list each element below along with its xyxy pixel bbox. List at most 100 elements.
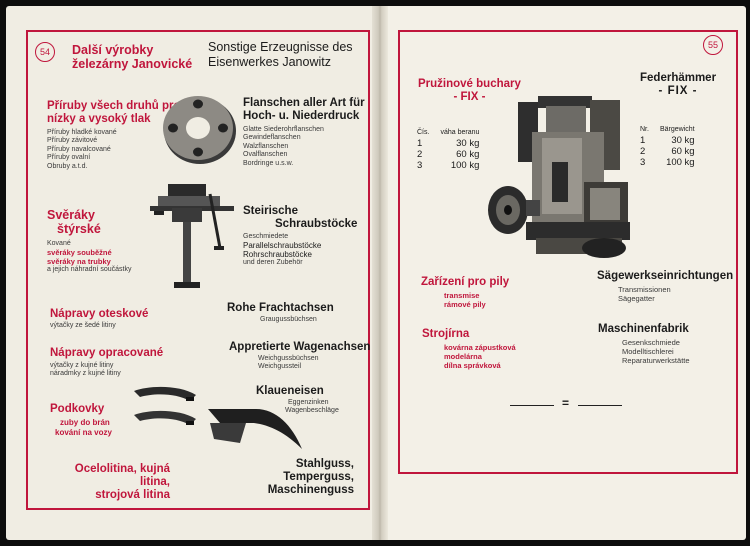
machine-cz-item: modelárna bbox=[444, 352, 482, 361]
hammer-cz-line-2: - FIX - bbox=[453, 91, 486, 103]
left-title-de: Sonstige Erzeugnisse des Eisenwerkes Jan… bbox=[208, 40, 353, 70]
row-nr: 1 bbox=[417, 138, 423, 149]
horseshoe-cz-item: kování na vozy bbox=[55, 428, 112, 437]
title-cz-line-1: Další výrobky bbox=[72, 43, 154, 57]
axle2-heading-de: Appretierte Wagenachsen bbox=[229, 341, 371, 353]
flanges-list-cz: Příruby hladké kované Příruby závitové P… bbox=[47, 129, 117, 171]
axle2-sub-cz: výtačky z kujné litiny náradmky z kujné … bbox=[50, 362, 121, 379]
machine-heading-de: Maschinenfabrik bbox=[598, 323, 689, 335]
flanges-cz-line-1: Příruby všech druhů pro bbox=[47, 100, 181, 112]
vice-list-cz: Kované svěráky souběžné svěráky na trubk… bbox=[47, 240, 131, 275]
vice-list-de: Geschmiedete Parallelschraubstöcke Rohrs… bbox=[243, 233, 321, 268]
horseshoe-de-item: Eggenzinken bbox=[288, 399, 329, 406]
casting-cz-line-2: strojová litina bbox=[95, 489, 170, 501]
row-nr: 3 bbox=[417, 160, 423, 171]
flanges-list-de: Glatte Siederohrflanschen Gewindeflansch… bbox=[243, 126, 324, 168]
vice-cz-item: Kované bbox=[47, 240, 71, 247]
flanges-de-line-2: Hoch- u. Niederdruck bbox=[243, 110, 360, 122]
right-page-number: 55 bbox=[703, 35, 723, 55]
weight-table-cz: Čís. váha beranu 1 30 kg 2 60 kg 3 100 k… bbox=[414, 127, 482, 171]
spring-hammer-illustration bbox=[488, 96, 630, 258]
weight-table-de: Nr. Bärgewicht 1 30 kg 2 60 kg 3 100 kg bbox=[637, 124, 698, 168]
hammer-heading-cz: Pružinové buchary - FIX - bbox=[418, 78, 521, 104]
row-weight: 100 kg bbox=[666, 157, 695, 168]
vice-cz-line-1: Svěráky bbox=[47, 208, 95, 222]
flanges-de-item: Glatte Siederohrflanschen bbox=[243, 126, 324, 133]
flanges-cz-line-2: nízky a vysoký tlak bbox=[47, 113, 151, 125]
harrow-tine-illustration bbox=[208, 409, 302, 449]
vice-cz-item: a jejich náhradní součástky bbox=[47, 266, 132, 274]
vice-cz-item: svěráky na trubky bbox=[47, 257, 111, 267]
axle-sub-de: Graugussbüchsen bbox=[260, 316, 317, 323]
divider-line-right bbox=[578, 405, 622, 406]
casting-heading-de: Stahlguss, Temperguss, Maschinenguss bbox=[234, 458, 354, 497]
table-row: 1 30 kg bbox=[637, 135, 698, 146]
hammer-cz-line-1: Pružinové buchary bbox=[418, 78, 521, 90]
machine-de-item: Modelltischlerei bbox=[622, 347, 674, 356]
vice-de-line-1: Steirische bbox=[243, 205, 298, 217]
table-row: 3 100 kg bbox=[414, 160, 482, 171]
casting-heading-cz: Ocelolitina, kujná litina, strojová liti… bbox=[50, 463, 170, 502]
axle2-cz-item: výtačky z kujné litiny bbox=[50, 362, 114, 369]
flanges-cz-item: Obruby a.t.d. bbox=[47, 162, 88, 170]
title-cz-line-2: železárny Janovické bbox=[72, 57, 193, 71]
row-weight: 30 kg bbox=[671, 135, 695, 146]
machine-cz-item: kovárna zápustková bbox=[444, 343, 516, 352]
machine-de-item: Reparaturwerkstätte bbox=[622, 356, 690, 365]
left-page-frame bbox=[26, 30, 370, 510]
row-weight: 100 kg bbox=[450, 160, 480, 171]
flange-illustration bbox=[163, 96, 236, 164]
axle-sub-cz: výtačky ze šedé litiny bbox=[50, 322, 116, 329]
title-de-line-1: Sonstige Erzeugnisse des bbox=[208, 40, 353, 54]
table-header: Bärgewicht bbox=[659, 126, 695, 133]
casting-cz-line-1: Ocelolitina, kujná litina, bbox=[74, 463, 170, 488]
saw-sub-de: Transmissionen Sägegatter bbox=[618, 285, 671, 303]
machine-cz-item: dílna správková bbox=[444, 361, 501, 370]
flanges-cz-item: Příruby ovalní bbox=[47, 154, 91, 162]
horseshoe-sub-de: Eggenzinken Wagenbeschläge bbox=[285, 399, 339, 416]
machine-sub-de: Gesenkschmiede Modelltischlerei Reparatu… bbox=[622, 338, 690, 365]
hammer-heading-de: Federhämmer - FIX - bbox=[640, 72, 716, 98]
axle2-de-item: Weichgussteil bbox=[258, 363, 302, 371]
vice-heading-de: Steirische Schraubstöcke bbox=[243, 205, 357, 231]
saw-heading-de: Sägewerkseinrichtungen bbox=[597, 270, 734, 282]
vice-de-item: und deren Zubehör bbox=[243, 259, 303, 267]
row-nr: 2 bbox=[417, 149, 423, 160]
horseshoe-cz-item: zuby do brán bbox=[60, 418, 110, 427]
left-title-cz: Další výrobky železárny Janovické bbox=[72, 43, 192, 71]
vice-de-line-2: Schraubstöcke bbox=[275, 218, 358, 230]
right-page-frame bbox=[398, 30, 738, 474]
hammer-de-line-2: - FIX - bbox=[658, 85, 698, 97]
axle-heading-cz: Nápravy oteskové bbox=[50, 308, 149, 320]
axle2-cz-item: náradmky z kujné litiny bbox=[50, 370, 121, 378]
machine-de-item: Gesenkschmiede bbox=[622, 338, 680, 347]
row-nr: 1 bbox=[640, 135, 646, 146]
flanges-de-item: Walzflanschen bbox=[243, 142, 289, 150]
vice-de-item: Geschmiedete bbox=[243, 233, 289, 240]
vice-cz-line-2: štýrské bbox=[57, 222, 101, 236]
saw-cz-item: transmise bbox=[444, 291, 480, 300]
table-row: 2 60 kg bbox=[637, 146, 698, 157]
axle-heading-de: Rohe Frachtachsen bbox=[227, 302, 334, 314]
flanges-cz-item: Příruby navalcované bbox=[47, 145, 111, 153]
divider-line-left bbox=[510, 405, 554, 406]
flanges-de-item: Bordringe u.s.w. bbox=[243, 159, 294, 167]
flanges-de-item: Ovalflanschen bbox=[243, 151, 288, 159]
left-page-number: 54 bbox=[35, 42, 55, 62]
saw-sub-cz: transmise rámové pily bbox=[444, 291, 486, 309]
right-page bbox=[382, 6, 746, 540]
horseshoe-heading-cz: Podkovky bbox=[50, 403, 105, 415]
axle2-heading-cz: Nápravy opracované bbox=[50, 347, 164, 359]
vice-cz-item: svěráky souběžné bbox=[47, 248, 112, 258]
row-weight: 30 kg bbox=[456, 138, 480, 149]
vice-de-item: Rohrschraubstöcke bbox=[243, 250, 312, 260]
vice-heading-cz: Svěráky štýrské bbox=[47, 208, 101, 236]
saw-de-item: Sägegatter bbox=[618, 294, 655, 303]
axle2-sub-de: Weichgussbüchsen Weichgussteil bbox=[258, 355, 319, 372]
row-nr: 3 bbox=[640, 157, 646, 168]
horseshoe-de-item: Wagenbeschläge bbox=[285, 407, 339, 415]
table-header: Čís. bbox=[417, 129, 430, 136]
table-header: Nr. bbox=[640, 126, 649, 133]
divider-symbol: = bbox=[562, 396, 570, 410]
book-gutter bbox=[372, 6, 388, 540]
